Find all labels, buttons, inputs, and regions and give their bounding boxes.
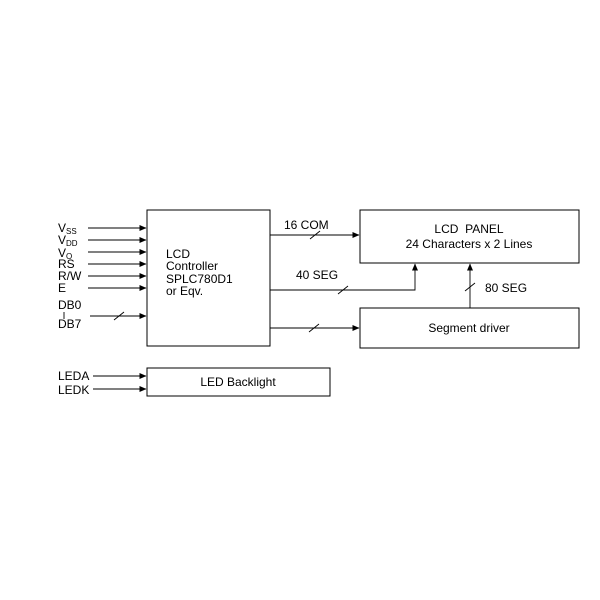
pin-rw-label: R/W (58, 269, 82, 283)
panel-title: LCD PANEL (434, 222, 503, 236)
seg80-bus-slash (464, 282, 476, 292)
pin-db0-label: DB0 (58, 298, 82, 312)
led-backlight-box (146, 367, 331, 397)
panel-subtitle: 24 Characters x 2 Lines (406, 237, 533, 251)
seg40-bus-line (270, 263, 418, 291)
pin-ledk-label: LEDK (58, 383, 89, 397)
com-bus-slash (309, 230, 321, 240)
seg80-bus-label: 80 SEG (485, 281, 527, 295)
controller-line3: SPLC780D1 (166, 272, 233, 286)
segment-driver-label: Segment driver (428, 321, 509, 335)
driver-bus-slash (308, 323, 320, 333)
seg40-bus-slash (337, 285, 349, 295)
controller-box (146, 209, 271, 347)
seg40-bus-label: 40 SEG (296, 268, 338, 282)
led-backlight-label: LED Backlight (200, 375, 276, 389)
pin-rs-label: RS (58, 257, 75, 271)
controller-line4: or Eqv. (166, 284, 203, 298)
com-bus-label: 16 COM (284, 218, 329, 232)
pin-e-label: E (58, 281, 66, 295)
pin-vss-label: VSS (58, 221, 77, 236)
pin-vdd-label: VDD (58, 233, 78, 248)
lcd-panel-box (359, 209, 580, 264)
pin-db7-label: DB7 (58, 317, 82, 331)
controller-line2: Controller (166, 259, 218, 273)
db-bus-slash (113, 311, 125, 321)
controller-line1: LCD (166, 247, 190, 261)
segment-driver-box (359, 307, 580, 349)
pin-leda-label: LEDA (58, 369, 89, 383)
pin-vo-label: VO (58, 246, 72, 261)
